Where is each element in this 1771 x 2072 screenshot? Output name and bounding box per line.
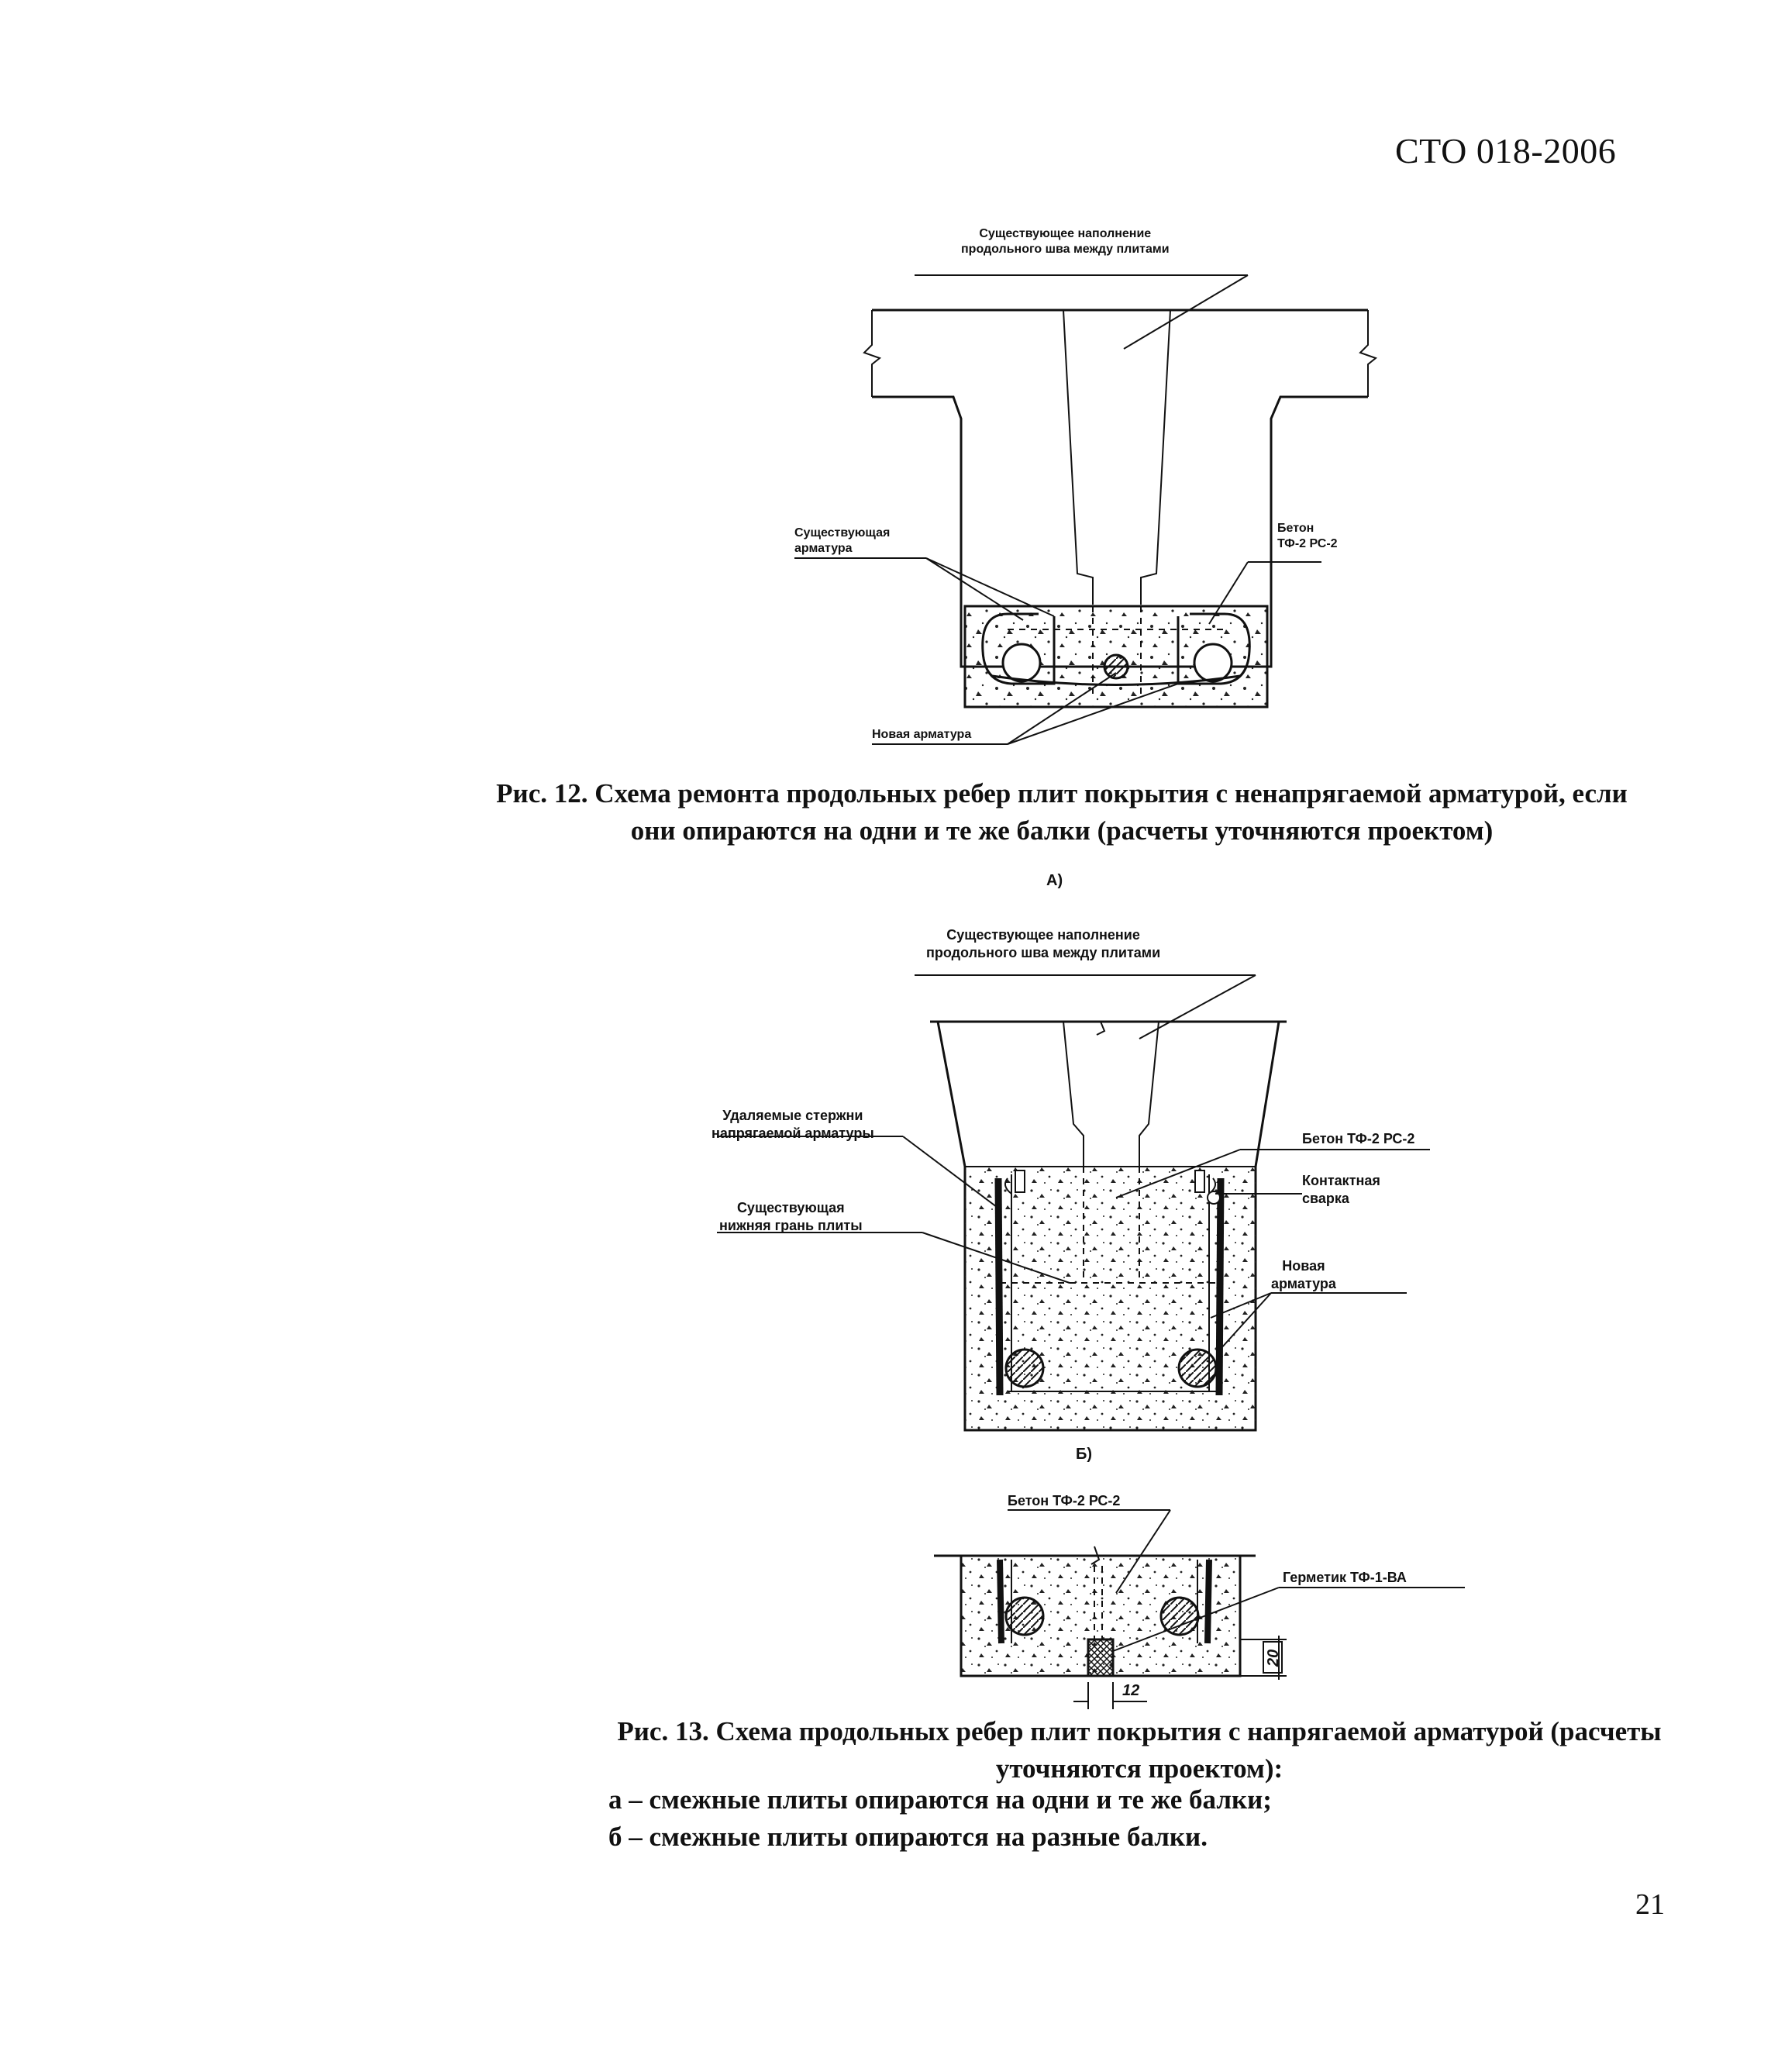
fig13a-removed-rods-label: Удаляемые стержни напрягаемой арматуры [712,1108,874,1141]
figure-13-note-b: б – смежные плиты опираются на разные ба… [608,1822,1208,1852]
fig13b-dim-12: 12 [1122,1682,1140,1699]
fig13a-removed-rod-left [994,1177,1004,1396]
fig12-break-left [863,310,882,397]
fig13a-seam [1063,1021,1159,1167]
fig13a-contact-welding-label: Контактная сварка [1302,1173,1380,1206]
fig13a-concrete [965,1167,1256,1430]
fig13b-dim-20: 20 [1265,1649,1282,1667]
fig13a-removed-rod-right [1215,1177,1225,1396]
fig12-new-rebar-label: Новая арматура [872,728,972,741]
fig12-fill-label: Существующее наполнение продольного шва … [961,227,1170,256]
fig13a-fill-label: Существующее наполнение продольного шва … [926,927,1161,960]
fig12-seam [1063,309,1171,605]
fig13a-concrete-label: Бетон ТФ-2 РС-2 [1302,1131,1415,1146]
document-code: СТО 018-2006 [1395,131,1617,171]
fig13a-new-rebar-left [1004,1348,1045,1388]
fig13-sublabel-a: А) [1046,872,1063,889]
figure-12-caption: Рис. 12. Схема ремонта продольных ребер … [496,778,1628,846]
fig13b-rebar-left [1004,1596,1045,1636]
figure-13a-drawing [717,974,1430,1432]
fig13b-concrete-label: Бетон ТФ-2 РС-2 [1008,1493,1121,1508]
figure-12-drawing [794,274,1378,745]
figure-13-note-a: а – смежные плиты опираются на одни и те… [608,1784,1272,1815]
fig13a-new-rebar-label: Новая арматура [1271,1258,1336,1291]
fig12-break-right [1359,310,1378,397]
fig12-new-rebar [1103,653,1129,680]
figure-13b-drawing [934,1509,1465,1709]
fig12-concrete-label: Бетон ТФ-2 РС-2 [1277,522,1338,550]
fig13a-new-rebar-right [1177,1348,1218,1388]
fig13a-existing-face-label: Существующая нижняя грань плиты [719,1200,863,1233]
fig12-existing-rebar-label: Существующая арматура [794,526,891,555]
fig13-sublabel-b: Б) [1076,1446,1093,1463]
fig13b-rebar-right [1159,1596,1200,1636]
fig12-existing-rebar-left [981,612,1056,685]
figure-13-caption: Рис. 13. Схема продольных ребер плит пок… [617,1716,1662,1784]
fig12-fill-leader [1123,274,1249,350]
page-number: 21 [1635,1888,1665,1921]
fig12-existing-rebar-right [1177,612,1251,685]
fig13b-sealant [1087,1638,1115,1677]
fig13b-sealant-label: Герметик ТФ-1-ВА [1283,1570,1407,1585]
